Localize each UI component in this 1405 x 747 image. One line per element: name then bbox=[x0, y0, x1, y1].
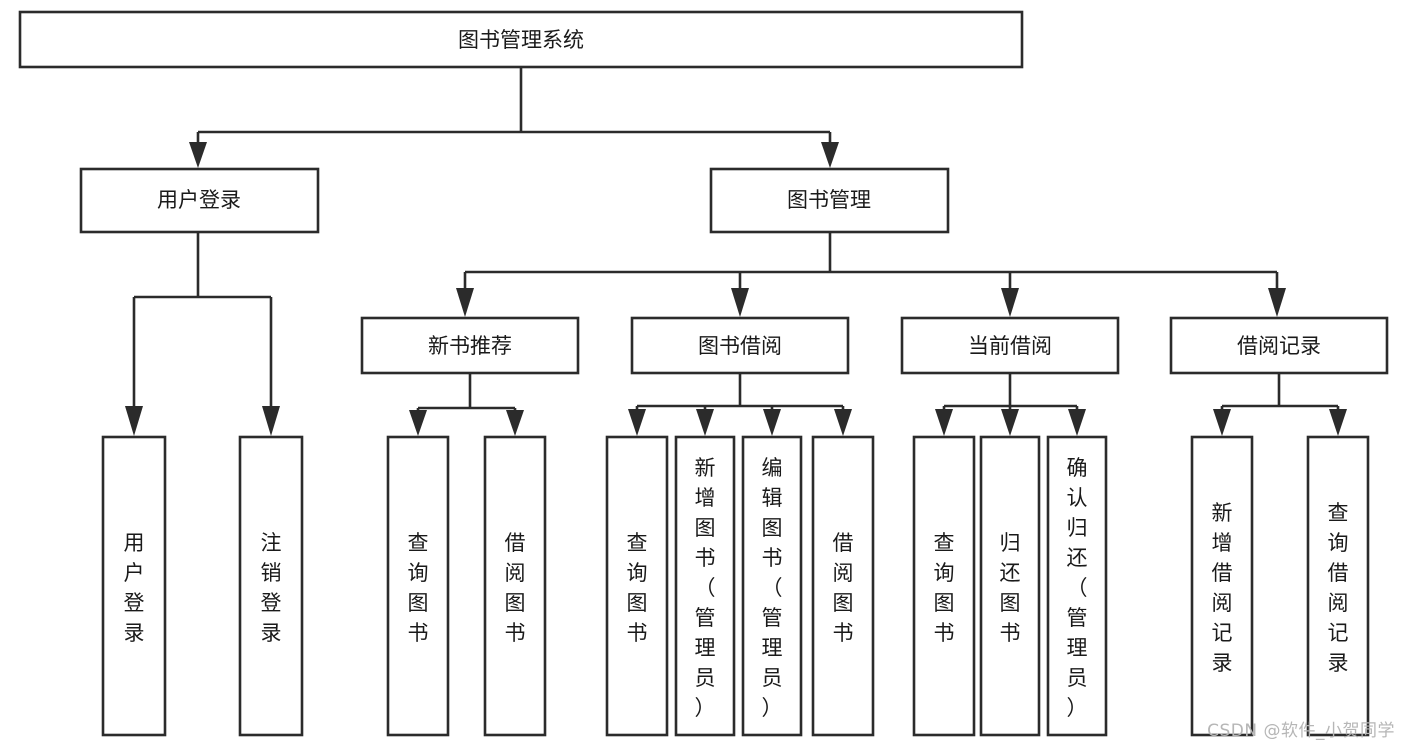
node-leaf-query-book-2[interactable]: 查询图书 bbox=[605, 435, 669, 737]
node-user-login[interactable]: 用户登录 bbox=[79, 167, 320, 234]
arrow-to-book-management bbox=[821, 142, 839, 168]
node-new-book-recommend-label: 新书推荐 bbox=[428, 334, 512, 358]
arrow-to-leaf-borrow-book-1 bbox=[506, 410, 524, 436]
node-leaf-edit-book-box[interactable] bbox=[741, 435, 803, 737]
connector-group-root bbox=[189, 67, 839, 168]
node-leaf-user-login-box[interactable] bbox=[101, 435, 167, 737]
node-leaf-query-record-label: 查询借阅记录 bbox=[1328, 501, 1349, 675]
node-leaf-query-book-3-box[interactable] bbox=[912, 435, 976, 737]
node-leaf-return-book[interactable]: 归还图书 bbox=[979, 435, 1041, 737]
node-user-login-label: 用户登录 bbox=[157, 188, 241, 212]
node-leaf-add-book[interactable]: 新增图书（管理员） bbox=[674, 435, 736, 737]
arrow-to-leaf-edit-book bbox=[763, 409, 781, 436]
node-leaf-borrow-book-1[interactable]: 借阅图书 bbox=[483, 435, 547, 737]
arrow-to-leaf-return-book bbox=[1001, 409, 1019, 436]
node-current-borrow-label: 当前借阅 bbox=[968, 334, 1052, 358]
node-leaf-query-book-1[interactable]: 查询图书 bbox=[386, 435, 450, 737]
connector-group-user-login bbox=[125, 232, 280, 436]
connector-group-book-borrow bbox=[628, 373, 852, 436]
node-leaf-confirm-return-label: 确认归还（管理员） bbox=[1067, 456, 1088, 720]
node-leaf-add-book-label: 新增图书（管理员） bbox=[695, 456, 716, 720]
node-root[interactable]: 图书管理系统 bbox=[18, 10, 1024, 69]
node-leaf-edit-book-label: 编辑图书（管理员） bbox=[762, 456, 783, 720]
node-leaf-confirm-return[interactable]: 确认归还（管理员） bbox=[1046, 435, 1108, 737]
arrow-to-leaf-add-record bbox=[1213, 409, 1231, 436]
arrow-to-book-borrow bbox=[731, 288, 749, 317]
node-leaf-query-record[interactable]: 查询借阅记录 bbox=[1306, 435, 1370, 737]
node-new-book-recommend[interactable]: 新书推荐 bbox=[360, 316, 580, 375]
node-leaf-logout-login[interactable]: 注销登录 bbox=[238, 435, 304, 737]
node-leaf-user-login[interactable]: 用户登录 bbox=[101, 435, 167, 737]
node-leaf-borrow-book-2-label: 借阅图书 bbox=[833, 531, 854, 645]
node-leaf-query-book-1-box[interactable] bbox=[386, 435, 450, 737]
arrow-to-leaf-query-record bbox=[1329, 409, 1347, 436]
node-leaf-query-book-1-label: 查询图书 bbox=[408, 531, 429, 645]
node-leaf-add-record-label: 新增借阅记录 bbox=[1212, 501, 1233, 675]
node-leaf-add-book-box[interactable] bbox=[674, 435, 736, 737]
node-leaf-query-record-box[interactable] bbox=[1306, 435, 1370, 737]
node-book-management-label: 图书管理 bbox=[787, 188, 871, 212]
node-leaf-user-login-label: 用户登录 bbox=[124, 531, 145, 645]
node-leaf-query-book-3[interactable]: 查询图书 bbox=[912, 435, 976, 737]
arrow-to-leaf-query-book-2 bbox=[628, 409, 646, 436]
node-leaf-borrow-book-2[interactable]: 借阅图书 bbox=[811, 435, 875, 737]
connector-group-current-borrow bbox=[935, 373, 1086, 436]
arrow-to-new-book-recommend bbox=[456, 288, 474, 317]
node-leaf-logout-login-box[interactable] bbox=[238, 435, 304, 737]
node-book-borrow-label: 图书借阅 bbox=[698, 334, 782, 358]
arrow-to-borrow-record bbox=[1268, 288, 1286, 317]
node-leaf-confirm-return-box[interactable] bbox=[1046, 435, 1108, 737]
connector-group-new-book-recommend bbox=[409, 373, 524, 436]
node-leaf-borrow-book-1-box[interactable] bbox=[483, 435, 547, 737]
node-leaf-query-book-2-label: 查询图书 bbox=[627, 531, 648, 645]
arrow-to-leaf-logout-login bbox=[262, 406, 280, 436]
node-book-management[interactable]: 图书管理 bbox=[709, 167, 950, 234]
arrow-to-leaf-query-book-1 bbox=[409, 410, 427, 436]
arrow-to-leaf-add-book bbox=[696, 409, 714, 436]
arrow-to-leaf-query-book-3 bbox=[935, 409, 953, 436]
node-leaf-return-book-box[interactable] bbox=[979, 435, 1041, 737]
node-borrow-record[interactable]: 借阅记录 bbox=[1169, 316, 1389, 375]
node-current-borrow[interactable]: 当前借阅 bbox=[900, 316, 1120, 375]
node-book-borrow[interactable]: 图书借阅 bbox=[630, 316, 850, 375]
node-leaf-return-book-label: 归还图书 bbox=[1000, 531, 1021, 645]
node-root-box[interactable] bbox=[18, 10, 1024, 69]
node-new-book-recommend-box[interactable] bbox=[360, 316, 580, 375]
arrow-to-leaf-user-login bbox=[125, 406, 143, 436]
arrow-to-user-login bbox=[189, 142, 207, 168]
connector-group-book-management bbox=[456, 232, 1286, 317]
node-borrow-record-label: 借阅记录 bbox=[1237, 334, 1321, 358]
node-book-management-box[interactable] bbox=[709, 167, 950, 234]
node-leaf-query-book-2-box[interactable] bbox=[605, 435, 669, 737]
node-leaf-add-record-box[interactable] bbox=[1190, 435, 1254, 737]
node-leaf-query-book-3-label: 查询图书 bbox=[934, 531, 955, 645]
node-current-borrow-box[interactable] bbox=[900, 316, 1120, 375]
arrow-to-current-borrow bbox=[1001, 288, 1019, 317]
node-leaf-edit-book[interactable]: 编辑图书（管理员） bbox=[741, 435, 803, 737]
arrow-to-leaf-borrow-book-2 bbox=[834, 409, 852, 436]
node-leaf-borrow-book-1-label: 借阅图书 bbox=[505, 531, 526, 645]
node-leaf-add-record[interactable]: 新增借阅记录 bbox=[1190, 435, 1254, 737]
node-book-borrow-box[interactable] bbox=[630, 316, 850, 375]
arrow-to-leaf-confirm-return bbox=[1068, 409, 1086, 436]
connector-group-borrow-record bbox=[1213, 373, 1347, 436]
node-leaf-borrow-book-2-box[interactable] bbox=[811, 435, 875, 737]
node-leaf-logout-login-label: 注销登录 bbox=[261, 531, 282, 645]
node-user-login-box[interactable] bbox=[79, 167, 320, 234]
node-borrow-record-box[interactable] bbox=[1169, 316, 1389, 375]
node-root-label: 图书管理系统 bbox=[458, 28, 584, 52]
